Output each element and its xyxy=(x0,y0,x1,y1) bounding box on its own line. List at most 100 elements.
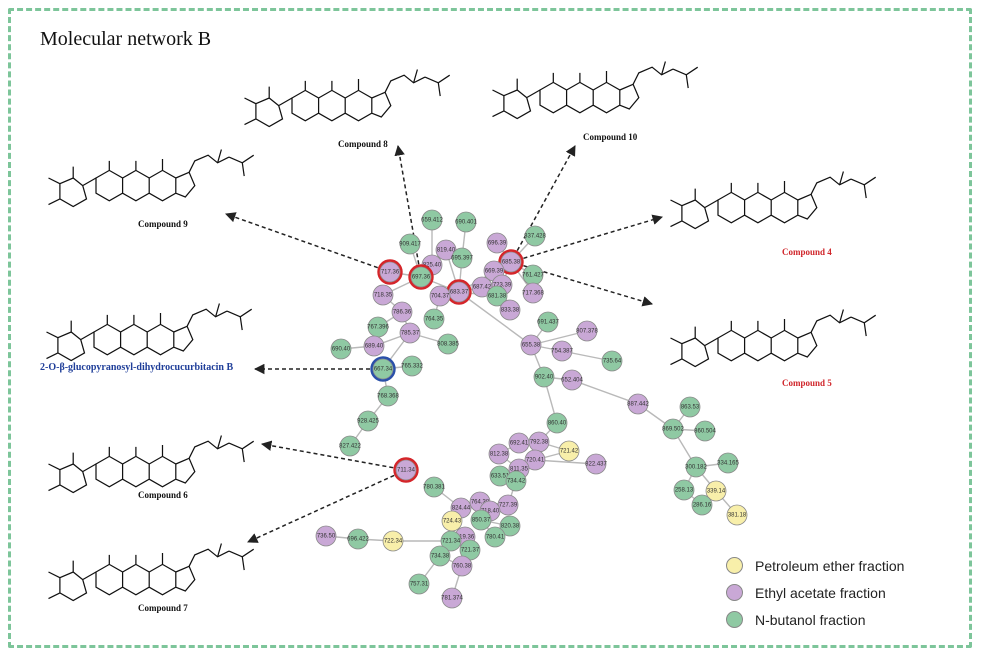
legend-item: Petroleum ether fraction xyxy=(726,552,904,579)
dashed-arrow xyxy=(523,214,664,260)
node-circle xyxy=(673,479,695,501)
dashed-arrow xyxy=(516,145,576,251)
legend: Petroleum ether fraction Ethyl acetate f… xyxy=(726,552,904,633)
node-circle xyxy=(437,333,459,355)
node-circle xyxy=(484,526,506,548)
node-label: 757.31 xyxy=(410,582,429,588)
network-node: 754.387 xyxy=(551,340,574,362)
network-node: 860.40 xyxy=(546,412,568,434)
network-node: 681.38 xyxy=(486,285,508,307)
network-node: 808.385 xyxy=(437,333,460,355)
node-circle xyxy=(585,453,607,475)
node-label: 724.43 xyxy=(443,519,462,525)
network-node: 887.442 xyxy=(627,393,650,415)
node-label: 780.41 xyxy=(486,535,505,541)
node-label: 902.40 xyxy=(535,375,554,381)
legend-swatch-ethyl xyxy=(726,584,743,601)
network-node: 768.368 xyxy=(377,385,400,407)
legend-item: Ethyl acetate fraction xyxy=(726,579,904,606)
node-label: 734.42 xyxy=(507,479,526,485)
node-circle xyxy=(339,435,361,457)
node-label: 721.42 xyxy=(560,449,579,455)
network-node: 697.36 xyxy=(408,264,434,290)
node-label: 822.437 xyxy=(585,462,607,468)
highlight-ring-blue xyxy=(370,356,396,382)
node-label: 761.427 xyxy=(522,273,544,279)
node-label: 697.36 xyxy=(412,275,431,281)
node-circle xyxy=(347,528,369,550)
network-node: 764.35 xyxy=(423,308,445,330)
network-node: 655.38 xyxy=(520,334,542,356)
node-label: 339.14 xyxy=(707,489,726,495)
node-circle xyxy=(524,449,546,471)
network-node: 837.428 xyxy=(524,225,547,247)
network-node: 736.50 xyxy=(315,525,337,547)
node-circle xyxy=(372,358,394,380)
network-node: 696.422 xyxy=(347,528,370,550)
node-label: 681.38 xyxy=(488,294,507,300)
network-node: 687.42 xyxy=(471,276,493,298)
network-node: 695.397 xyxy=(451,247,474,269)
node-label: 860.504 xyxy=(694,429,716,435)
network-node: 734.42 xyxy=(505,470,527,492)
node-circle xyxy=(395,459,417,481)
node-label: 669.39 xyxy=(485,269,504,275)
node-label: 808.385 xyxy=(437,342,459,348)
node-circle xyxy=(377,385,399,407)
network-node: 690.40 xyxy=(330,338,352,360)
node-label: 683.37 xyxy=(450,290,469,296)
node-label: 685.38 xyxy=(502,260,521,266)
node-label: 825.40 xyxy=(423,263,442,269)
network-node: 704.37 xyxy=(429,285,451,307)
network-node: 735.64 xyxy=(601,350,623,372)
network-node: 724.43 xyxy=(441,510,463,532)
network-node: 667.34 xyxy=(370,356,396,382)
network-edge xyxy=(458,291,532,346)
network-node: 339.14 xyxy=(705,480,727,502)
node-label: 258.13 xyxy=(675,488,694,494)
network-node: 869.502 xyxy=(662,418,685,440)
network-node: 807.378 xyxy=(576,320,599,342)
node-label: 717.368 xyxy=(522,291,544,297)
network-node: 721.42 xyxy=(558,440,580,462)
network-node: 767.396 xyxy=(367,316,390,338)
node-circle xyxy=(705,480,727,502)
node-circle xyxy=(330,338,352,360)
network-node: 781.374 xyxy=(441,587,464,609)
node-label: 655.38 xyxy=(522,343,541,349)
dashed-arrow xyxy=(523,264,654,307)
molecule-structure xyxy=(669,170,877,230)
network-node: 659.412 xyxy=(421,209,444,231)
node-circle xyxy=(551,340,573,362)
node-circle xyxy=(401,355,423,377)
network-node: 860.504 xyxy=(694,420,717,442)
node-label: 837.428 xyxy=(524,234,546,240)
network-node: 909.417 xyxy=(399,233,422,255)
node-circle xyxy=(357,410,379,432)
node-label: 819.40 xyxy=(437,248,456,254)
node-circle xyxy=(399,233,421,255)
legend-label: N-butanol fraction xyxy=(755,611,866,628)
dashed-arrow xyxy=(394,144,420,265)
network-node: 717.368 xyxy=(522,282,545,304)
node-label: 723.39 xyxy=(493,283,512,289)
node-circle xyxy=(488,443,510,465)
node-circle xyxy=(423,308,445,330)
node-circle xyxy=(379,261,401,283)
node-label: 863.53 xyxy=(681,405,700,411)
molecule-structure xyxy=(47,434,255,494)
network-node: 717.36 xyxy=(377,259,403,285)
node-label: 820.38 xyxy=(501,524,520,530)
node-circle xyxy=(627,393,649,415)
node-label: 764.38 xyxy=(471,500,490,506)
network-node: 720.41 xyxy=(524,449,546,471)
molecule-structure xyxy=(47,542,255,602)
network-node: 812.38 xyxy=(488,443,510,465)
node-circle xyxy=(558,440,580,462)
legend-swatch-butanol xyxy=(726,611,743,628)
dashed-arrows xyxy=(225,144,664,543)
node-label: 764.35 xyxy=(425,317,444,323)
compound-label: Compound 10 xyxy=(583,132,638,142)
network-node: 334.165 xyxy=(717,452,740,474)
